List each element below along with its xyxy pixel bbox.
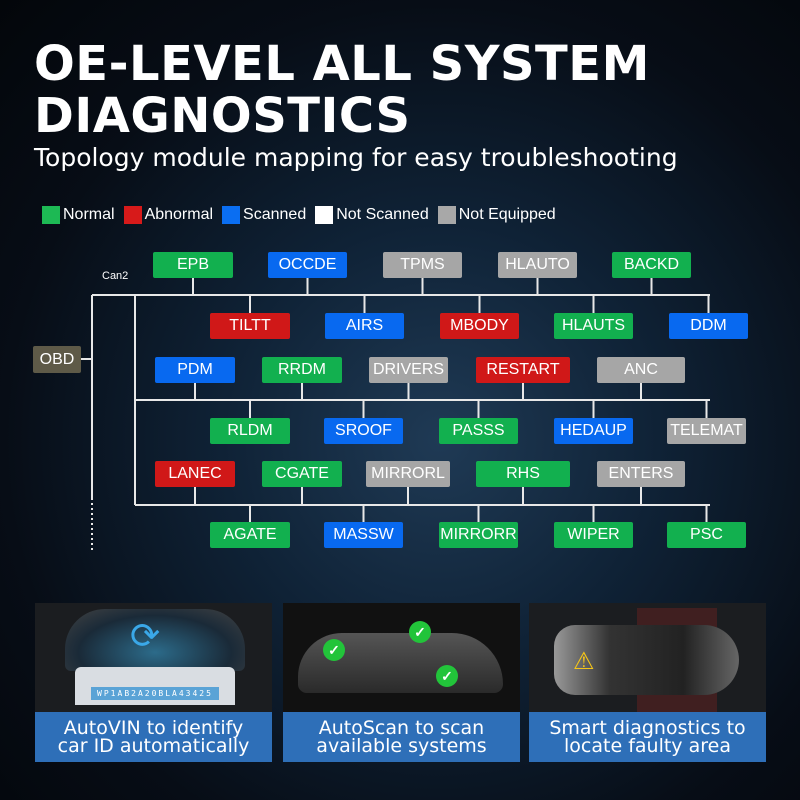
module-telemat[interactable]: TELEMAT	[667, 418, 746, 444]
check-icon: ✓	[323, 639, 345, 661]
legend-item: Normal	[42, 206, 115, 224]
legend-label: Abnormal	[144, 206, 214, 223]
legend-label: Scanned	[243, 206, 307, 223]
refresh-icon: ⟳	[130, 615, 161, 656]
legend-item: Not Equipped	[437, 206, 556, 224]
module-enters[interactable]: ENTERS	[597, 461, 685, 487]
module-epb[interactable]: EPB	[153, 252, 233, 278]
caption-line: car ID automatically	[57, 735, 250, 757]
module-tpms[interactable]: TPMS	[383, 252, 462, 278]
legend-item: Scanned	[222, 206, 306, 224]
warning-icon: ⚠	[573, 648, 595, 675]
legend-label: Normal	[63, 206, 115, 223]
legend-item: Abnormal	[123, 206, 214, 224]
module-tiltt[interactable]: TILTT	[210, 313, 290, 339]
module-drivers[interactable]: DRIVERS	[369, 357, 448, 383]
module-sroof[interactable]: SROOF	[324, 418, 403, 444]
legend-swatch	[123, 206, 142, 224]
module-mbody[interactable]: MBODY	[440, 313, 519, 339]
module-airs[interactable]: AIRS	[325, 313, 404, 339]
module-backd[interactable]: BACKD	[612, 252, 691, 278]
module-rrdm[interactable]: RRDM	[262, 357, 342, 383]
module-massw[interactable]: MASSW	[324, 522, 403, 548]
check-icon: ✓	[409, 621, 431, 643]
vin-readout: WP1AB2A20BLA43425	[91, 687, 219, 700]
check-icon: ✓	[436, 665, 458, 687]
headline-line-1: OE-LEVEL ALL SYSTEM	[34, 36, 650, 92]
module-mirrorl[interactable]: MIRRORL	[366, 461, 450, 487]
module-rhs[interactable]: RHS	[476, 461, 570, 487]
module-psc[interactable]: PSC	[667, 522, 746, 548]
obd-root-module[interactable]: OBD	[33, 346, 81, 373]
module-pdm[interactable]: PDM	[155, 357, 235, 383]
headline-line-2: DIAGNOSTICS	[34, 88, 411, 144]
topology-lines	[81, 278, 710, 550]
module-rldm[interactable]: RLDM	[210, 418, 290, 444]
legend-label: Not Scanned	[336, 206, 429, 223]
module-mirrorr[interactable]: MIRRORR	[439, 522, 518, 548]
bus-label: Can2	[102, 270, 129, 282]
legend-label: Not Equipped	[458, 206, 556, 223]
caption-line: Smart diagnostics to	[549, 717, 746, 739]
module-hlauto[interactable]: HLAUTO	[498, 252, 577, 278]
caption-line: locate faulty area	[564, 735, 731, 757]
caption-line: AutoVIN to identify	[63, 717, 244, 739]
module-cgate[interactable]: CGATE	[262, 461, 342, 487]
module-hedaup[interactable]: HEDAUP	[554, 418, 633, 444]
module-hlauts[interactable]: HLAUTS	[554, 313, 633, 339]
module-restart[interactable]: RESTART	[476, 357, 570, 383]
subtitle: Topology module mapping for easy trouble…	[34, 143, 678, 172]
module-anc[interactable]: ANC	[597, 357, 685, 383]
module-occde[interactable]: OCCDE	[268, 252, 347, 278]
legend-swatch	[437, 206, 456, 224]
scanner-device: WP1AB2A20BLA43425	[75, 667, 235, 705]
module-lanec[interactable]: LANEC	[155, 461, 235, 487]
legend-swatch	[315, 206, 334, 224]
legend-swatch	[42, 206, 60, 224]
legend: Normal Abnormal Scanned Not Scanned Not Equi…	[42, 206, 556, 224]
car-front-image	[65, 609, 245, 671]
car-top-image	[554, 625, 739, 695]
caption-line: AutoScan to scan	[318, 717, 485, 739]
module-agate[interactable]: AGATE	[210, 522, 290, 548]
legend-item: Not Scanned	[315, 206, 429, 224]
legend-swatch	[222, 206, 241, 224]
module-passs[interactable]: PASSS	[439, 418, 518, 444]
module-wiper[interactable]: WIPER	[554, 522, 633, 548]
module-ddm[interactable]: DDM	[669, 313, 748, 339]
caption-line: available systems	[316, 735, 487, 757]
